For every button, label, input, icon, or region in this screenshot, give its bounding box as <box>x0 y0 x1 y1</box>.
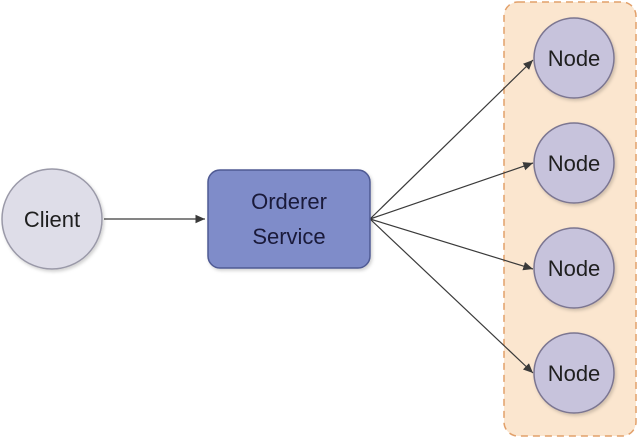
node-label: Node <box>548 46 601 71</box>
client-circle <box>1 168 103 270</box>
node-3: Node <box>533 227 615 309</box>
client-label: Client <box>24 207 80 232</box>
edge-orderer-to-node-1 <box>369 59 534 220</box>
node-label: Node <box>548 256 601 281</box>
orderer-label-line2: Service <box>252 224 325 249</box>
node-circle <box>533 122 615 204</box>
orderer-service-node: Orderer Service <box>207 169 371 269</box>
client-node: Client <box>1 168 103 270</box>
edge-orderer-to-node-3 <box>369 218 534 271</box>
node-4: Node <box>533 332 615 414</box>
edge-orderer-to-node-2 <box>369 162 534 220</box>
edge-orderer-to-node-4 <box>369 218 534 374</box>
node-label: Node <box>548 361 601 386</box>
node-circle <box>533 332 615 414</box>
node-label: Node <box>548 151 601 176</box>
orderer-service-box <box>207 169 371 269</box>
node-circle <box>533 227 615 309</box>
node-circle <box>533 17 615 99</box>
node-group-container <box>503 1 637 437</box>
orderer-label-line1: Orderer <box>251 189 327 214</box>
node-2: Node <box>533 122 615 204</box>
node-1: Node <box>533 17 615 99</box>
